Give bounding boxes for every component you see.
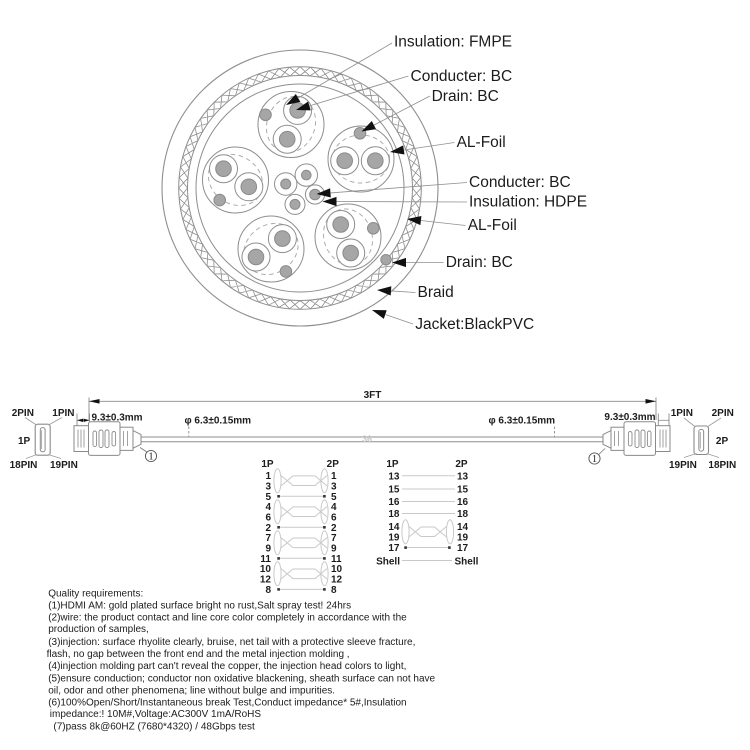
svg-text:1P: 1P [261, 459, 274, 470]
svg-text:36: 36 [362, 434, 372, 444]
svg-text:1: 1 [592, 454, 597, 465]
svg-text:1: 1 [331, 471, 337, 482]
svg-text:production of samples,: production of samples, [48, 624, 149, 635]
svg-text:Conducter: BC: Conducter: BC [469, 174, 571, 191]
svg-text:14: 14 [388, 522, 400, 533]
svg-text:φ 6.3±0.15mm: φ 6.3±0.15mm [489, 416, 556, 427]
svg-text:9.3±0.3mm: 9.3±0.3mm [604, 412, 655, 423]
svg-text:Drain: BC: Drain: BC [446, 254, 513, 271]
svg-text:19PIN: 19PIN [669, 460, 697, 471]
svg-text:2: 2 [265, 523, 271, 534]
svg-text:3FT: 3FT [364, 390, 382, 401]
svg-text:Insulation: HDPE: Insulation: HDPE [469, 194, 587, 211]
svg-text:6: 6 [331, 513, 337, 524]
svg-text:Jacket:BlackPVC: Jacket:BlackPVC [415, 316, 534, 333]
svg-text:16: 16 [457, 497, 469, 508]
svg-text:9.3±0.3mm: 9.3±0.3mm [92, 413, 143, 424]
svg-text:19: 19 [457, 533, 469, 544]
svg-text:17: 17 [457, 543, 469, 554]
svg-text:1P: 1P [386, 459, 399, 470]
svg-text:(3)injection: surface rhyolite: (3)injection: surface rhyolite clearly, … [48, 637, 415, 648]
svg-text:14: 14 [457, 522, 469, 533]
svg-text:10: 10 [260, 564, 272, 575]
svg-text:Shell: Shell [376, 556, 400, 567]
svg-text:(1)HDMI AM: gold plated surfac: (1)HDMI AM: gold plated surface bright n… [48, 601, 351, 612]
svg-text:Drain: BC: Drain: BC [432, 88, 499, 105]
svg-text:13: 13 [457, 471, 469, 482]
svg-text:16: 16 [388, 497, 400, 508]
svg-text:2P: 2P [327, 459, 340, 470]
svg-text:3: 3 [331, 482, 337, 493]
svg-text:1: 1 [265, 471, 271, 482]
svg-text:4: 4 [265, 502, 271, 513]
svg-text:4: 4 [331, 502, 337, 513]
svg-text:18: 18 [457, 509, 469, 520]
svg-text:3: 3 [265, 482, 271, 493]
svg-text:1P: 1P [18, 436, 31, 447]
svg-text:9: 9 [265, 544, 271, 555]
svg-text:8: 8 [265, 585, 271, 596]
svg-text:Insulation: FMPE: Insulation: FMPE [394, 34, 512, 51]
svg-text:2: 2 [331, 523, 337, 534]
svg-text:18: 18 [388, 509, 400, 520]
svg-text:15: 15 [388, 485, 400, 496]
svg-text:7: 7 [265, 533, 271, 544]
svg-text:15: 15 [457, 485, 469, 496]
svg-text:11: 11 [260, 554, 271, 565]
svg-text:Conducter: BC: Conducter: BC [411, 68, 513, 85]
svg-text:19: 19 [388, 533, 400, 544]
svg-text:12: 12 [260, 575, 272, 586]
svg-text:10: 10 [331, 564, 343, 575]
svg-text:(7)pass 8k@60HZ (7680*4320) /: (7)pass 8k@60HZ (7680*4320) / 48Gbps tes… [53, 722, 255, 733]
svg-text:(2)wire: the product contact a: (2)wire: the product contact and line co… [48, 613, 407, 624]
svg-text:18PIN: 18PIN [708, 460, 736, 471]
svg-text:1: 1 [148, 452, 153, 463]
svg-text:18PIN: 18PIN [10, 460, 38, 471]
svg-text:7: 7 [331, 533, 337, 544]
svg-text:1PIN: 1PIN [52, 408, 74, 419]
svg-text:19PIN: 19PIN [50, 460, 78, 471]
svg-text:2PIN: 2PIN [12, 408, 34, 419]
svg-text:(5)ensure conduction; conducto: (5)ensure conduction; conductor non oxid… [48, 673, 435, 684]
svg-text:Shell: Shell [455, 556, 479, 567]
svg-text:φ 6.3±0.15mm: φ 6.3±0.15mm [185, 416, 252, 427]
svg-text:AL-Foil: AL-Foil [457, 134, 506, 151]
svg-text:11: 11 [331, 554, 342, 565]
svg-text:2P: 2P [455, 459, 468, 470]
svg-text:Quality requirements:: Quality requirements: [48, 589, 143, 600]
svg-text:12: 12 [331, 575, 343, 586]
svg-text:5: 5 [265, 492, 271, 503]
svg-text:9: 9 [331, 544, 337, 555]
svg-text:2PIN: 2PIN [712, 408, 734, 419]
svg-text:8: 8 [331, 585, 337, 596]
svg-text:1PIN: 1PIN [671, 408, 693, 419]
svg-text:oil, odor and other phenomena;: oil, odor and other phenomena; line with… [48, 685, 335, 696]
svg-text:AL-Foil: AL-Foil [468, 217, 517, 234]
svg-text:(6)100%Open/Short/Instantaneou: (6)100%Open/Short/Instantaneous break Te… [48, 698, 406, 709]
svg-text:17: 17 [388, 543, 400, 554]
svg-text:Braid: Braid [418, 284, 454, 301]
svg-text:5: 5 [331, 492, 337, 503]
svg-text:6: 6 [265, 513, 271, 524]
svg-text:(4)injection molding part can': (4)injection molding part can't reveal t… [48, 661, 406, 672]
svg-text:13: 13 [388, 471, 400, 482]
svg-text:2P: 2P [716, 436, 729, 447]
svg-text:flash, no gap between the fron: flash, no gap between the front end and … [47, 649, 350, 660]
svg-text:impedance:! 10M#,Voltage:AC30: impedance:! 10M#,Voltage:AC300V 1mA/RoHS [50, 709, 262, 720]
